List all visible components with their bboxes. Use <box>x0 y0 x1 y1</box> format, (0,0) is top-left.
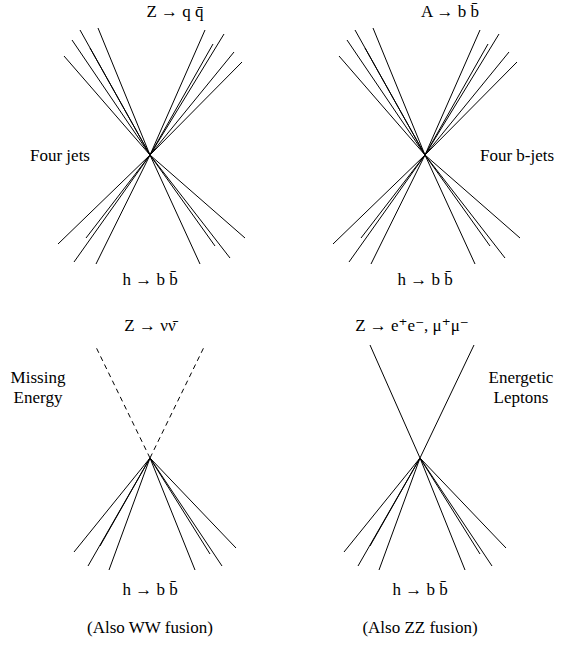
process-label: h → b b̄ <box>392 580 447 600</box>
process-label: h → b b̄ <box>122 270 177 290</box>
topology-label: Four b-jets <box>480 146 554 166</box>
process-label: h → b b̄ <box>397 270 452 290</box>
lepton-lines <box>370 345 474 458</box>
topology-label: Energetic Leptons <box>483 368 559 408</box>
process-label: h → b b̄ <box>122 580 177 600</box>
jet-lines <box>344 458 506 570</box>
jet-lines <box>74 458 236 570</box>
process-label: Z → νν̄ <box>124 316 175 336</box>
process-label: Z → q q̄ <box>146 2 203 22</box>
note-label: (Also WW fusion) <box>87 618 213 638</box>
process-label: Z → e⁺e⁻, μ⁺μ⁻ <box>355 316 469 336</box>
neutrino-lines <box>95 345 205 458</box>
note-label: (Also ZZ fusion) <box>362 618 477 638</box>
topology-label: Missing Energy <box>3 368 73 408</box>
topology-label: Four jets <box>30 146 90 166</box>
process-label: A → b b̄ <box>421 2 479 22</box>
